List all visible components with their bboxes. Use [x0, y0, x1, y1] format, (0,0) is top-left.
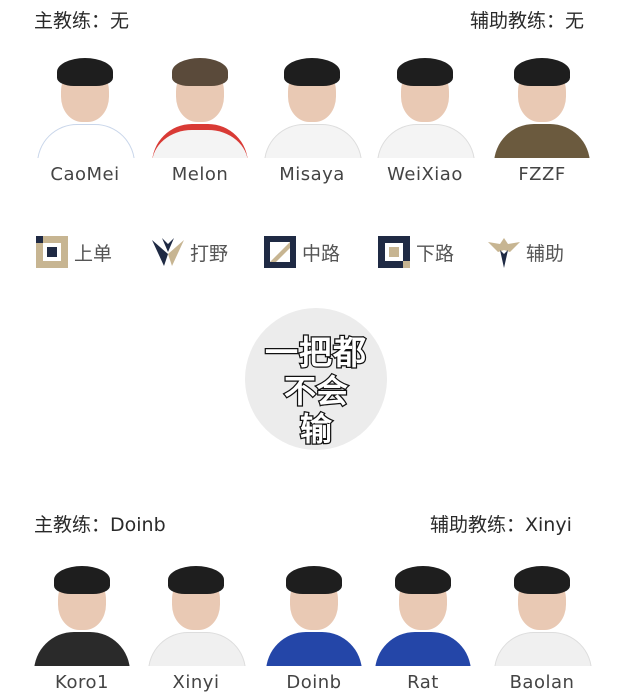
mid-lane-icon [264, 236, 296, 268]
role-label: 辅助 [526, 242, 565, 265]
role-label: 上单 [74, 242, 113, 265]
player-name: Doinb [286, 672, 342, 693]
top-head-coach: 主教练：无 [34, 10, 130, 32]
role-bot: 下路 [376, 232, 454, 272]
bottom-head-coach: 主教练：Doinb [34, 514, 166, 536]
player-card: Rat [367, 562, 479, 693]
role-legend: 上单 打野 中路 下路 辅助 [0, 232, 640, 272]
player-photo [262, 562, 366, 666]
player-name: FZZF [518, 164, 566, 185]
player-card: FZZF [486, 54, 598, 185]
role-support: 辅助 [486, 232, 564, 272]
player-photo [373, 54, 477, 158]
player-name: CaoMei [50, 164, 120, 185]
player-photo [490, 54, 594, 158]
role-mid: 中路 [262, 232, 340, 272]
player-photo [490, 562, 594, 666]
player-name: Melon [171, 164, 229, 185]
player-card: Melon [144, 54, 256, 185]
player-photo [260, 54, 364, 158]
role-label: 打野 [190, 242, 229, 265]
slogan-line-2: 不会 [283, 371, 350, 412]
player-card: Baolan [486, 562, 598, 693]
role-jungle: 打野 [150, 232, 228, 272]
role-top: 上单 [34, 232, 112, 272]
player-card: CaoMei [29, 54, 141, 185]
player-card: Xinyi [140, 562, 252, 693]
player-name: Baolan [509, 672, 575, 693]
slogan-line-3: 输 [299, 409, 334, 450]
role-label: 中路 [302, 242, 341, 265]
player-name: Xinyi [172, 672, 220, 693]
top-lane-icon [36, 236, 68, 268]
player-photo [148, 54, 252, 158]
player-name: Koro1 [55, 672, 109, 693]
player-name: WeiXiao [387, 164, 463, 185]
player-name: Rat [407, 672, 439, 693]
support-icon [488, 238, 520, 268]
role-label: 下路 [416, 242, 455, 265]
player-name: Misaya [279, 164, 345, 185]
player-card: Doinb [258, 562, 370, 693]
bottom-assistant-coach: 辅助教练：Xinyi [430, 514, 572, 536]
player-photo [30, 562, 134, 666]
jungle-icon [152, 238, 184, 266]
player-card: Koro1 [26, 562, 138, 693]
top-assistant-coach: 辅助教练：无 [470, 10, 585, 32]
slogan-line-1: 一把都 [264, 332, 368, 374]
player-photo [33, 54, 137, 158]
slogan-badge: 一把都 不会 输 [245, 308, 387, 450]
player-card: Misaya [256, 54, 368, 185]
bot-lane-icon [378, 236, 410, 268]
player-photo [371, 562, 475, 666]
player-card: WeiXiao [369, 54, 481, 185]
player-photo [144, 562, 248, 666]
